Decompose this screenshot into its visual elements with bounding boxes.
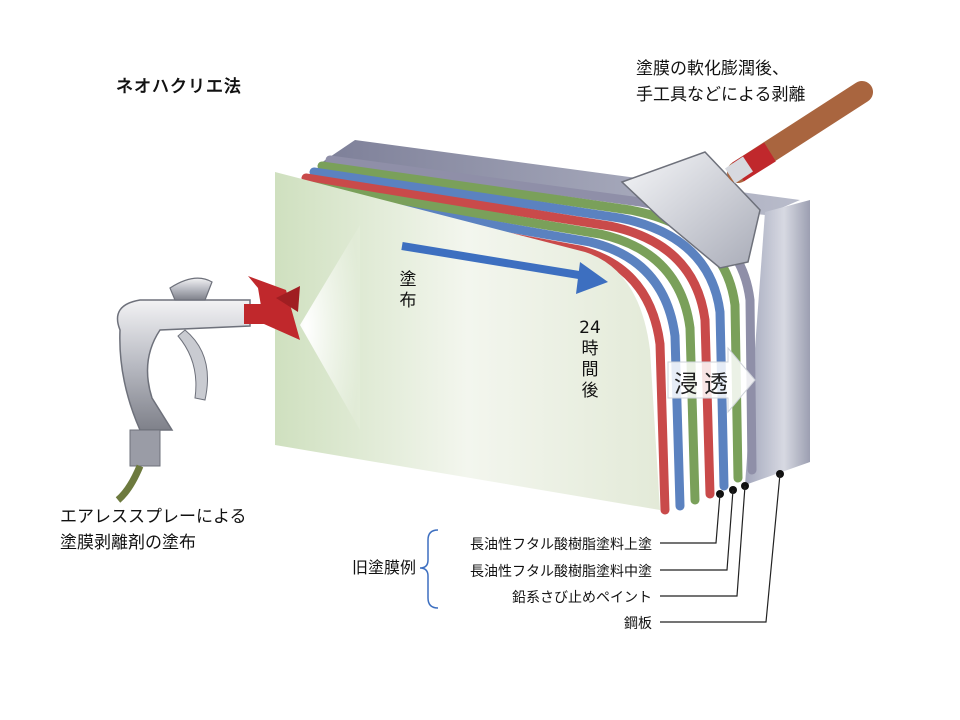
scraper-tool [620,81,873,269]
scraper-note-line-2: 手工具などによる剥離 [636,85,806,105]
stripper-coated-face [275,172,660,510]
spray-nozzle [244,276,300,340]
legend-primer: 鉛系さび止めペイント [512,590,652,606]
apply-direction-arrow [401,242,608,294]
spray-gun [115,276,300,503]
steel-side-face [745,200,810,485]
legend-topcoat: 長油性フタル酸樹脂塗料上塗 [470,537,652,553]
legend-midcoat: 長油性フタル酸樹脂塗料中塗 [470,564,652,580]
spray-cone [300,225,360,430]
apply-label: 塗布 [399,270,417,311]
spray-note-line-2: 塗膜剥離剤の塗布 [60,533,196,553]
spray-note-line-1: エアレススプレーによる [60,507,247,527]
scraper-note-line-1: 塗膜の軟化膨潤後、 [636,59,789,79]
old-coating-label: 旧塗膜例 [352,558,417,577]
legend-steel: 鋼板 [624,616,652,632]
leader-lines [660,473,781,623]
penetrate-label: 浸透 [674,370,734,398]
spray-note: エアレススプレーによる 塗膜剥離剤の塗布 [60,504,247,556]
scraper-note: 塗膜の軟化膨潤後、 手工具などによる剥離 [636,56,806,108]
penetrate-arrow [667,346,756,414]
page-title: ネオハクリエ法 [116,77,242,97]
layer-brace [419,529,439,609]
